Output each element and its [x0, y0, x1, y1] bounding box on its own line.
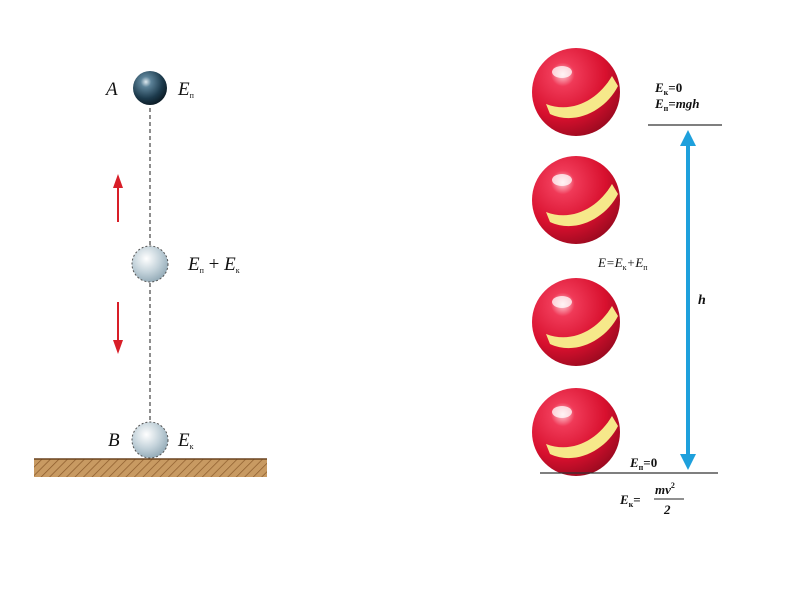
right-figure: Eк=0 Eп=mgh E=Eк+Eп h Eп=0 Eк= mv2 2 — [532, 48, 722, 517]
red-ball-4 — [532, 388, 620, 476]
label-total-energy: E=Eк+Eп — [597, 255, 648, 272]
fraction-denominator: 2 — [663, 502, 671, 517]
label-point-a: A — [104, 79, 118, 100]
label-top-ek: Eк=0 — [654, 80, 682, 97]
label-top-ep: Eп=mgh — [654, 96, 700, 113]
label-energy-bottom: Eк — [177, 430, 194, 451]
ball-middle — [131, 245, 169, 283]
red-ball-3 — [532, 278, 620, 366]
red-ball-1 — [532, 48, 620, 136]
label-energy-top: Eп — [177, 79, 195, 100]
label-point-b: B — [108, 430, 120, 451]
label-energy-middle: Eп + Eк — [187, 254, 240, 275]
ball-bottom — [131, 421, 169, 459]
ground-surface — [34, 459, 267, 477]
arrow-up-icon — [113, 174, 123, 222]
arrow-down-icon — [113, 302, 123, 354]
height-arrow-icon — [680, 130, 696, 470]
label-bottom-ek: Eк= — [619, 492, 641, 509]
kinetic-energy-formula: Eк= mv2 2 — [619, 481, 684, 517]
fraction-numerator: mv2 — [655, 481, 675, 497]
label-bottom-ep: Eп=0 — [629, 455, 657, 472]
left-figure: A Eп Eп + Eк B Eк — [34, 71, 267, 477]
red-ball-2 — [532, 156, 620, 244]
label-height: h — [698, 293, 706, 308]
ball-top-dark — [133, 71, 167, 105]
